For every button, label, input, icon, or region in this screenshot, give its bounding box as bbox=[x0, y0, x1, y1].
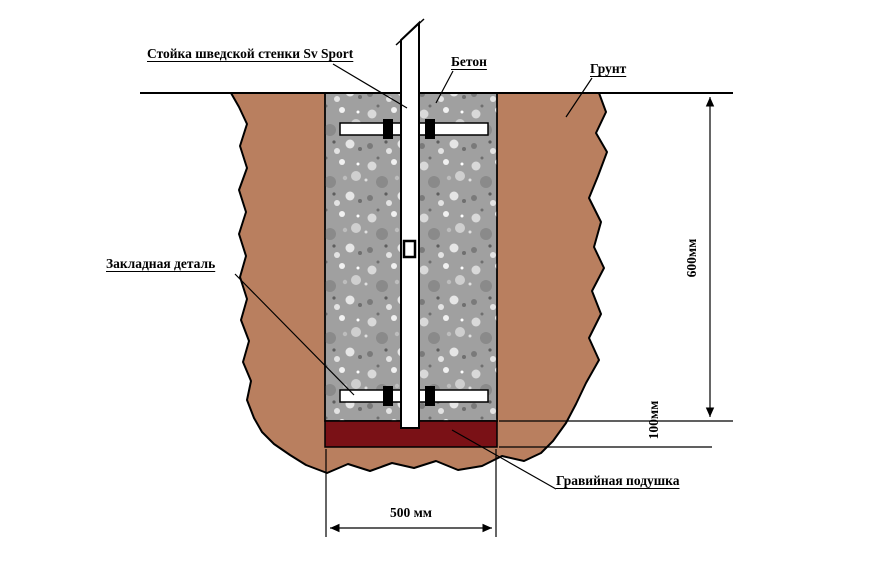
embedded-part-label: Закладная деталь bbox=[106, 256, 216, 271]
leader-soil bbox=[565, 77, 593, 118]
bolt-bottom-left bbox=[383, 386, 393, 406]
pit-width-dimension-label: 500 мм bbox=[389, 505, 433, 520]
post-hole bbox=[402, 239, 417, 259]
leader-embedded bbox=[234, 273, 355, 396]
post-break-line bbox=[395, 18, 425, 46]
bolt-bottom-right bbox=[425, 386, 435, 406]
leader-post bbox=[332, 63, 408, 109]
leader-concrete bbox=[435, 70, 454, 104]
post-label: Стойка шведской стенки Sv Sport bbox=[147, 46, 354, 61]
post-tube bbox=[400, 20, 420, 429]
gravel-cushion-label: Гравийная подушка bbox=[556, 473, 680, 488]
soil-label: Грунт bbox=[590, 61, 627, 76]
gravel-thickness-dimension-label: 100мм bbox=[646, 400, 661, 440]
bolt-top-right bbox=[425, 119, 435, 139]
leader-gravel bbox=[451, 429, 557, 490]
bolt-top-left bbox=[383, 119, 393, 139]
concrete-label: Бетон bbox=[451, 54, 487, 69]
depth-dimension-label: 600мм bbox=[684, 238, 699, 278]
